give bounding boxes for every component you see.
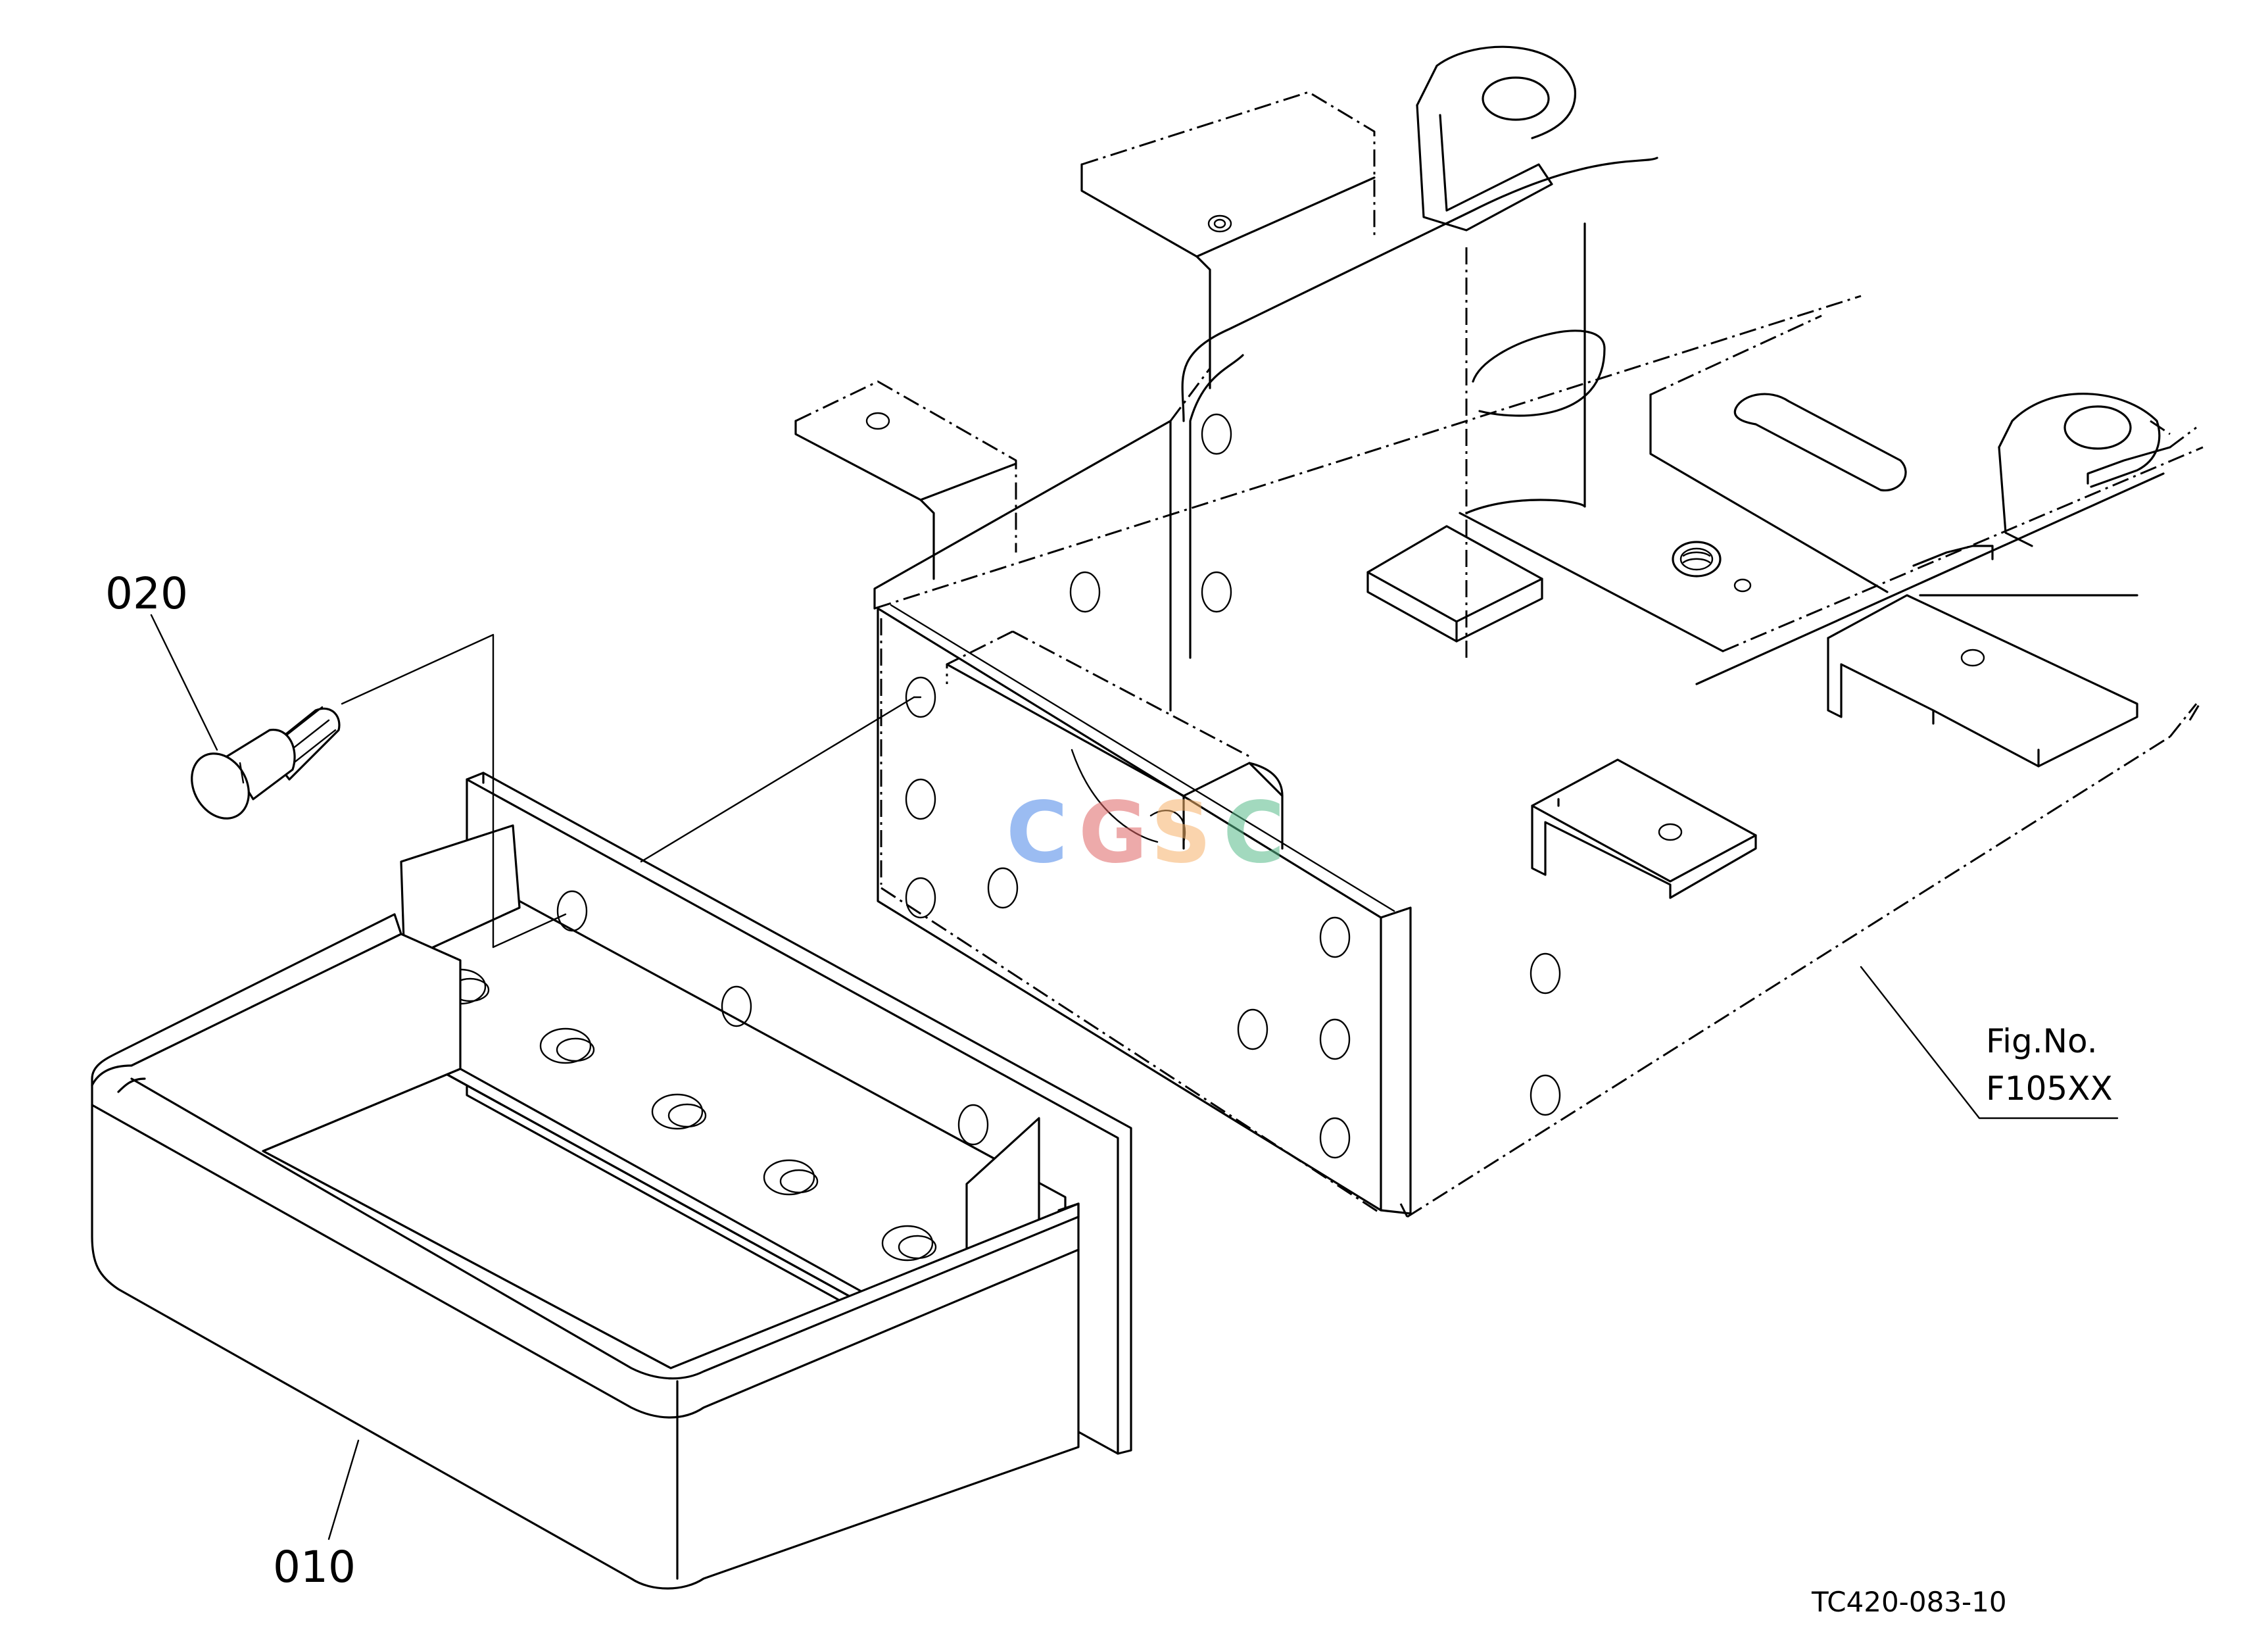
- fig-ref-line2: F105XX: [1986, 1069, 2113, 1108]
- watermark-letter-1: C: [1006, 784, 1068, 882]
- watermark-letter-2: G: [1078, 784, 1147, 882]
- watermark-letter-3: S: [1151, 784, 1211, 882]
- part-010-front-bracket: [91, 772, 1132, 1590]
- callout-020: 020: [105, 568, 218, 751]
- part-020-bolt: [191, 706, 341, 820]
- figure-reference: Fig.No. F105XX: [1860, 966, 2119, 1119]
- callout-label-020: 020: [105, 568, 188, 619]
- fig-ref-line1: Fig.No.: [1986, 1022, 2098, 1060]
- watermark-logo: C G S C: [1006, 784, 1285, 882]
- drawing-code: TC420-083-10: [1811, 1586, 2007, 1618]
- tractor-frame-assembly: [794, 45, 2204, 1218]
- watermark-letter-4: C: [1223, 784, 1285, 882]
- alignment-lines: [341, 633, 922, 948]
- callout-label-010: 010: [273, 1542, 356, 1592]
- callout-010: 010: [273, 1439, 360, 1592]
